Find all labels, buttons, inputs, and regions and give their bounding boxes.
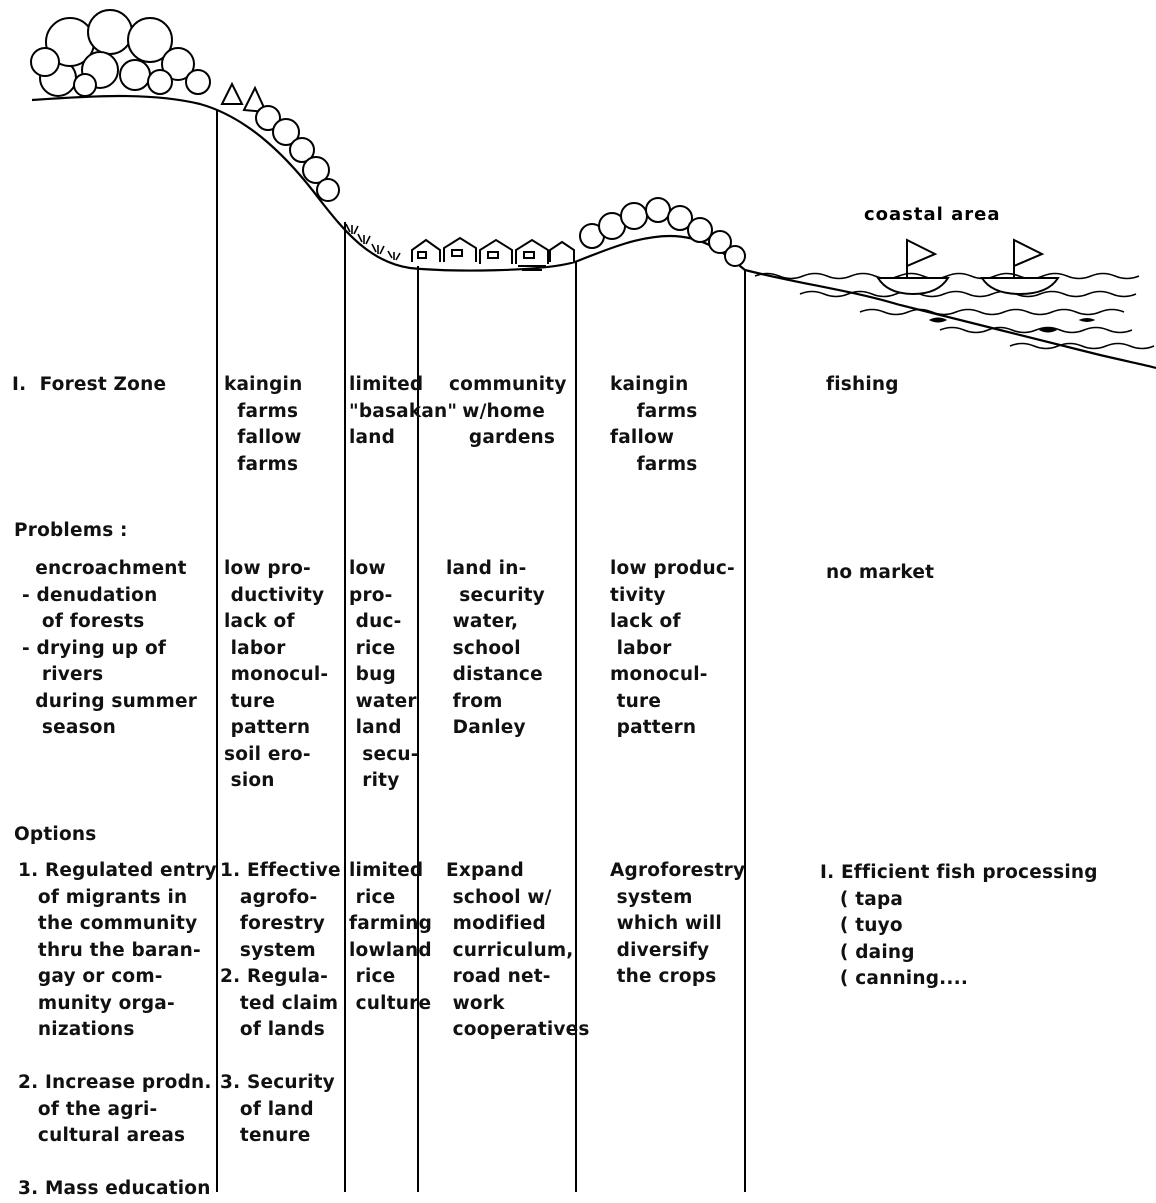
- options-community: Expand school w/ modified curriculum, ro…: [446, 860, 590, 1040]
- community-label: community w/home gardens: [449, 374, 567, 448]
- sailboat-icon: [980, 238, 1060, 296]
- zone-divider-lines: [216, 110, 746, 1192]
- problems-heading: Problems :: [14, 520, 128, 541]
- options-kaingin-farms-2: Agroforestry system which will diversify…: [610, 860, 746, 987]
- kaingin-farms-label: kaingin farms fallow farms: [610, 374, 698, 475]
- village-houses-icon: [411, 236, 575, 271]
- terrain-profile-line: [31, 94, 1156, 370]
- problems-kaingin-farms: low pro- ductivity lack of labor monocul…: [224, 558, 329, 791]
- problems-community: land in- security water, school distance…: [446, 558, 545, 738]
- rice-grass-icon: [345, 223, 401, 261]
- sailboat-icon: [876, 238, 950, 296]
- options-basakan-land: limited rice farming lowland rice cultur…: [349, 860, 433, 1014]
- forest-canopy-icon: [30, 9, 211, 97]
- hill-bushes-icon: [579, 197, 746, 267]
- problems-basakan-land: low pro- duc- rice bug water land secu- …: [349, 558, 419, 791]
- sea-waves-icon: [754, 272, 1155, 350]
- problems-forest-zone: encroachment - denudation of forests - d…: [22, 558, 198, 738]
- problems-fishing: no market: [826, 562, 935, 583]
- fishing-label: fishing: [826, 374, 899, 395]
- forest-zone-heading: I. Forest Zone: [12, 374, 167, 395]
- problems-kaingin-farms-2: low produc- tivity lack of labor monocul…: [610, 558, 735, 738]
- pine-trees-icon: [220, 81, 268, 114]
- options-fishing: I. Efficient fish processing ( tapa ( tu…: [820, 862, 1098, 989]
- fish-icon: [928, 317, 1096, 333]
- slope-bushes-icon: [255, 105, 340, 202]
- basakan-land-label: limited "basakan" land: [349, 374, 458, 448]
- kaingin-farms-label: kaingin farms fallow farms: [224, 374, 303, 475]
- options-kaingin-farms: 1. Effective agrofo- forestry system 2. …: [220, 860, 341, 1146]
- coastal-area-label: coastal area: [864, 204, 1000, 225]
- options-heading: Options: [14, 824, 97, 845]
- options-forest-zone: 1. Regulated entry of migrants in the co…: [18, 860, 217, 1199]
